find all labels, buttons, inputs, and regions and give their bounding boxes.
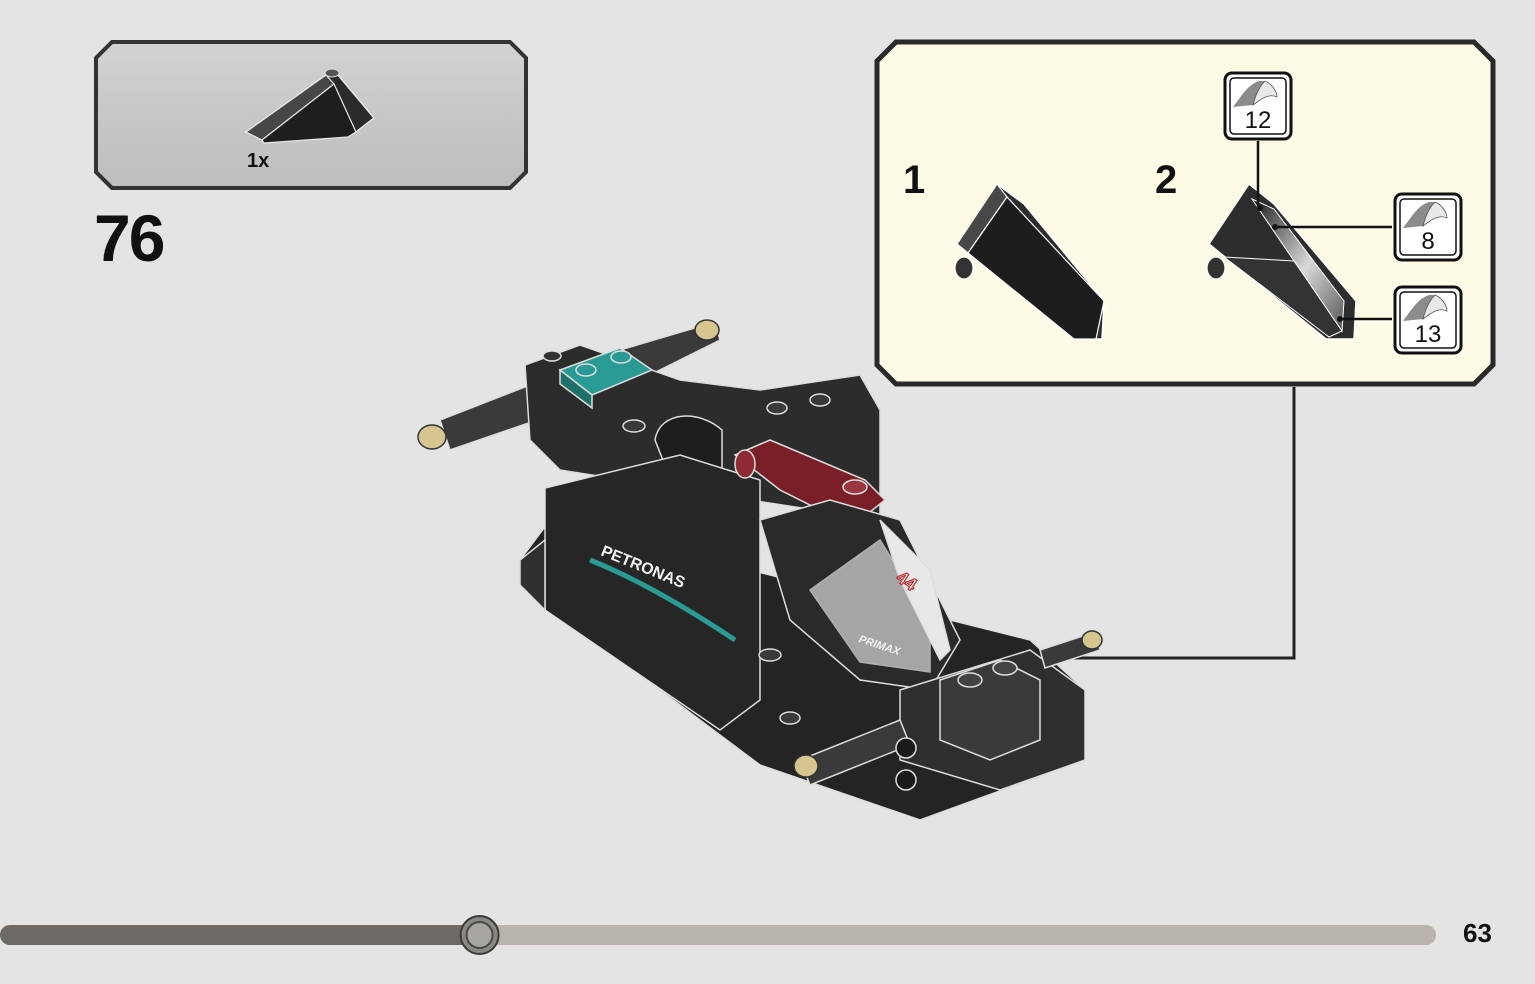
sub-step-callout <box>874 39 1496 387</box>
sticker-icon <box>1223 71 1293 141</box>
progress-fill <box>0 925 480 945</box>
model-assembly-illustration: PETRONAS PRIMAX 44 <box>417 319 1296 821</box>
progress-knob <box>459 915 500 955</box>
step-number: 76 <box>94 201 165 275</box>
parts-quantity-label: 1x <box>247 150 270 172</box>
page-progress-bar <box>0 915 1436 955</box>
sub-step-1-label: 1 <box>903 158 926 202</box>
sticker-13-badge: 13 <box>1393 285 1463 355</box>
parts-callout <box>94 40 528 190</box>
sticker-13-number: 13 <box>1414 321 1442 348</box>
sub-step-2-label: 2 <box>1155 158 1178 202</box>
sticker-8-number: 8 <box>1421 228 1435 255</box>
sticker-12-badge: 12 <box>1223 71 1293 141</box>
wedge-slope-brick-icon <box>243 68 376 144</box>
page-number: 63 <box>1463 918 1492 948</box>
wedge-brick-sub-step-1-icon <box>954 182 1105 340</box>
sticker-icon <box>1393 192 1463 262</box>
sticker-12-number: 12 <box>1244 107 1272 134</box>
sticker-8-badge: 8 <box>1393 192 1463 262</box>
sticker-icon <box>1393 285 1463 355</box>
wedge-brick-with-stickers-icon <box>1206 182 1357 340</box>
sticker-leader-lines <box>1256 141 1392 321</box>
